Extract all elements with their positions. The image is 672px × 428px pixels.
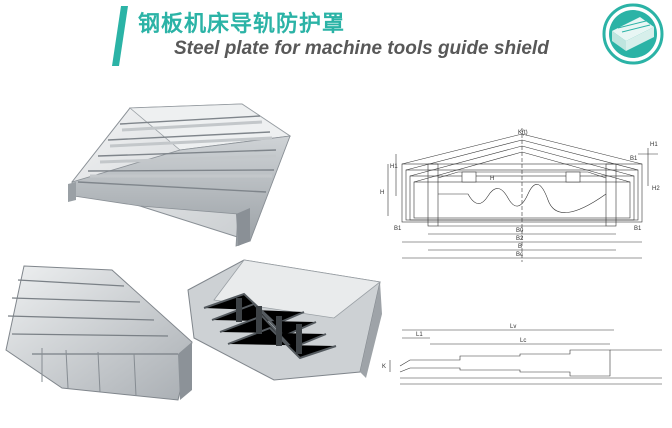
label-b2: B2 <box>516 236 524 242</box>
label-h1: H1 <box>390 164 398 170</box>
label-b1-top: B1 <box>630 156 638 162</box>
label-b: B <box>518 244 522 250</box>
label-h2-right: H2 <box>652 186 660 192</box>
cover-photo-bellows <box>184 254 384 389</box>
cover-photo-left <box>2 258 198 413</box>
label-b0: B0 <box>516 228 524 234</box>
teal-circle-shield-logo-icon <box>600 3 666 65</box>
label-h-small: H <box>490 176 494 182</box>
label-h1-right: H1 <box>650 142 658 148</box>
label-b1-right: B1 <box>634 226 642 232</box>
label-lc: Lc <box>520 338 526 344</box>
page-title-cn: 钢板机床导轨防护罩 <box>138 12 346 37</box>
label-h: H <box>380 190 384 196</box>
label-lv: Lv <box>510 324 516 330</box>
cross-section-drawing: K(t) H H1 B1 B1 B0 B2 B Bc H1 H2 B1 H <box>368 124 666 271</box>
label-b1-left: B1 <box>394 226 402 232</box>
cover-photo-top <box>60 96 300 261</box>
label-k-profile: K <box>382 364 386 370</box>
page-title-en: Steel plate for machine tools guide shie… <box>174 38 549 59</box>
side-profile-drawing: K L1 Lv Lc <box>370 320 666 401</box>
label-bc: Bc <box>516 252 523 258</box>
header: 钢板机床导轨防护罩 Steel plate for machine tools … <box>0 0 672 74</box>
accent-bar <box>112 6 128 66</box>
label-l1: L1 <box>416 332 423 338</box>
label-k: K(t) <box>518 130 528 136</box>
